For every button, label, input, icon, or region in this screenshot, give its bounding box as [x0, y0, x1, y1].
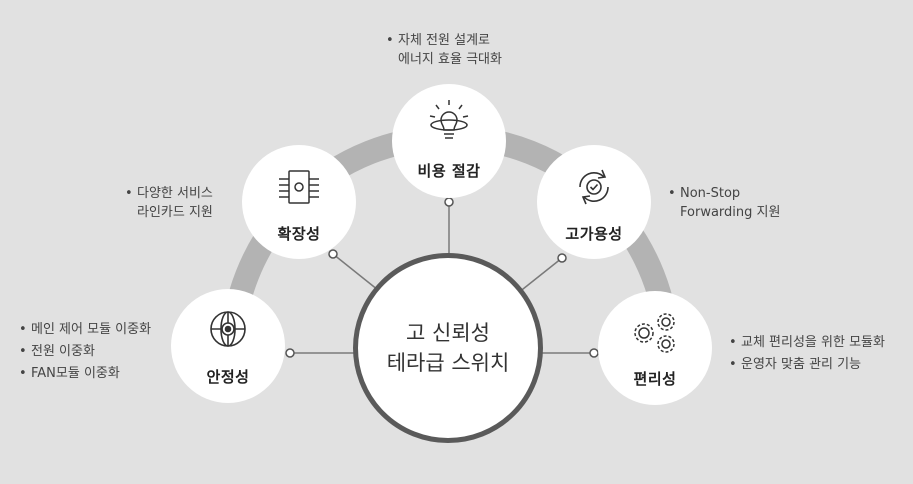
list-item-text: Non-Stop [680, 186, 741, 201]
list-item: • 교체 편리성을 위한 모듈화 [729, 333, 885, 352]
list-item-text: 운영자 맞춤 관리 기능 [741, 357, 862, 372]
list-item-text: 에너지 효율 극대화 [398, 52, 502, 67]
list-item: • Non-Stop [668, 184, 780, 203]
list-item-text: 교체 편리성을 위한 모듈화 [741, 335, 885, 350]
bullet-mark: • [19, 322, 27, 337]
desc-convenience: • 교체 편리성을 위한 모듈화 • 운영자 맞춤 관리 기능 [729, 333, 885, 374]
list-item: Forwarding 지원 [668, 203, 780, 222]
refresh-check-icon [572, 165, 616, 213]
desc-stability: • 메인 제어 모듈 이중화 • 전원 이중화 • FAN모듈 이중화 [19, 320, 151, 383]
list-item: • 운영자 맞춤 관리 기능 [729, 355, 885, 374]
connector-lines [290, 202, 594, 354]
dot-scalability [328, 249, 338, 259]
node-scalability: 확장성 [242, 145, 356, 259]
desc-availability: • Non-Stop Forwarding 지원 [668, 184, 780, 222]
desc-scalability: • 다양한 서비스 라인카드 지원 [125, 184, 213, 222]
list-item-text: 라인카드 지원 [137, 205, 213, 220]
bullet-mark: • [19, 366, 27, 381]
node-stability: 안정성 [171, 289, 285, 403]
node-cost: 비용 절감 [392, 84, 506, 198]
globe-target-icon [206, 307, 250, 355]
center-title-line1: 고 신뢰성 [406, 321, 490, 345]
center-circle: 고 신뢰성 테라급 스위치 [353, 253, 543, 443]
bullet-mark: • [386, 33, 394, 48]
list-item: 라인카드 지원 [125, 203, 213, 222]
list-item-text: 메인 제어 모듈 이중화 [31, 322, 152, 337]
list-item-text: 자체 전원 설계로 [398, 33, 490, 48]
list-item: • 다양한 서비스 [125, 184, 213, 203]
list-item: • 자체 전원 설계로 [386, 31, 502, 50]
bullet-mark: • [729, 357, 737, 372]
node-availability-label: 고가용성 [565, 225, 623, 243]
list-item-text: 전원 이중화 [31, 344, 95, 359]
desc-cost: • 자체 전원 설계로 에너지 효율 극대화 [386, 31, 502, 69]
node-convenience: 편리성 [598, 291, 712, 405]
bullet-mark: • [125, 186, 133, 201]
node-cost-label: 비용 절감 [417, 162, 481, 180]
bullet-mark: • [729, 335, 737, 350]
lightbulb-icon [426, 98, 472, 148]
node-availability: 고가용성 [537, 145, 651, 259]
dot-availability [557, 253, 567, 263]
list-item: • FAN모듈 이중화 [19, 364, 151, 383]
connector-scalability [332, 253, 379, 291]
connector-availability [517, 257, 563, 294]
dot-convenience [589, 348, 599, 358]
node-scalability-label: 확장성 [277, 225, 321, 243]
line-card-chip-icon [277, 167, 321, 211]
list-item-text: FAN모듈 이중화 [31, 366, 120, 381]
list-item: • 메인 제어 모듈 이중화 [19, 320, 151, 339]
node-convenience-label: 편리성 [633, 370, 677, 388]
list-item-text: Forwarding 지원 [680, 205, 781, 220]
node-stability-label: 안정성 [206, 368, 250, 386]
list-item: 에너지 효율 극대화 [386, 50, 502, 69]
list-item: • 전원 이중화 [19, 342, 151, 361]
dot-stability [285, 348, 295, 358]
bullet-mark: • [19, 344, 27, 359]
center-title-line2: 테라급 스위치 [386, 351, 510, 375]
dot-cost [444, 197, 454, 207]
list-item-text: 다양한 서비스 [137, 186, 213, 201]
gears-people-icon [630, 311, 680, 359]
bullet-mark: • [668, 186, 676, 201]
